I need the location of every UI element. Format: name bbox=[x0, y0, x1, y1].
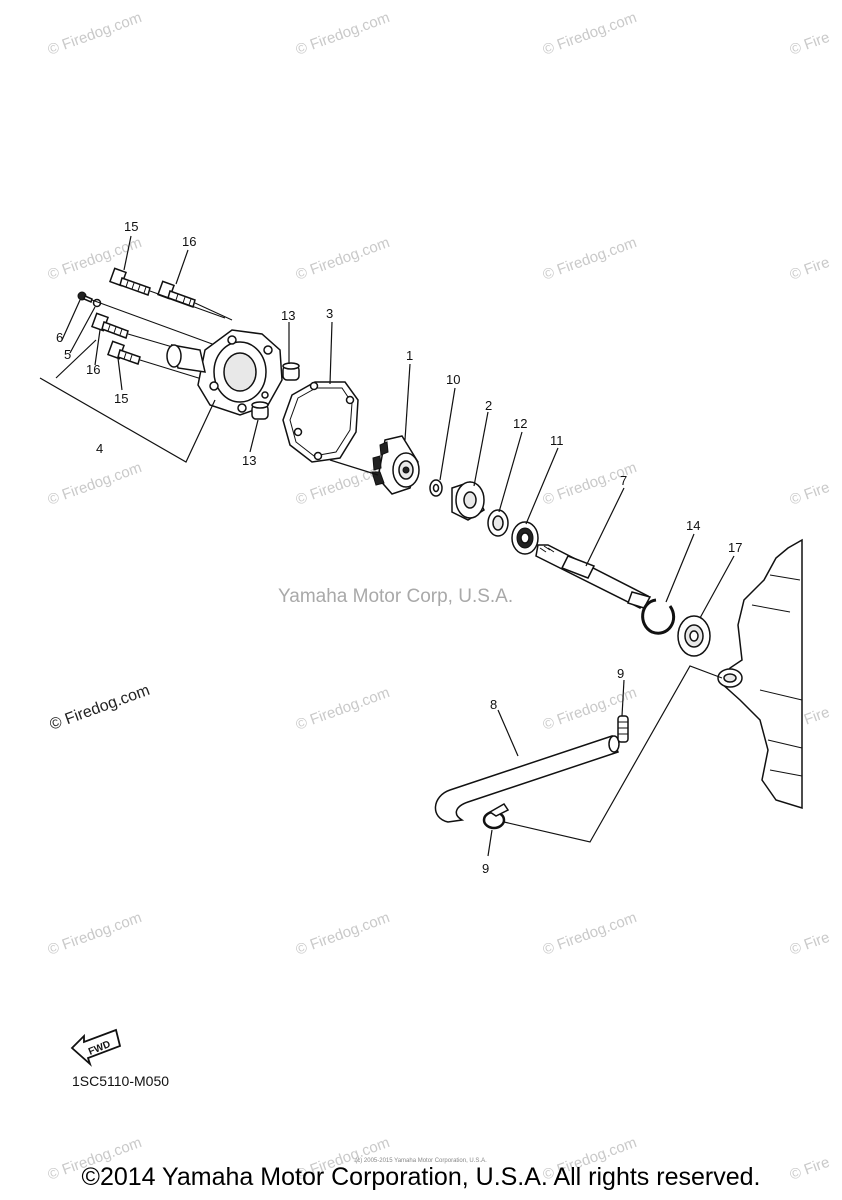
center-watermark: Yamaha Motor Corp, U.S.A. bbox=[278, 586, 513, 607]
part-label-13: 13 bbox=[281, 308, 295, 323]
bearing-17 bbox=[677, 615, 711, 657]
dowel-pin-13-bottom bbox=[251, 401, 269, 420]
part-label-4: 4 bbox=[96, 441, 103, 456]
oil-seal-2 bbox=[451, 481, 485, 521]
hose-clamp-9-bottom bbox=[482, 803, 510, 830]
bolt-15-mid bbox=[107, 340, 141, 365]
copyright-notice: ©2014 Yamaha Motor Corporation, U.S.A. A… bbox=[81, 1163, 761, 1191]
impeller-1 bbox=[371, 435, 420, 495]
part-label-1: 1 bbox=[406, 348, 413, 363]
watermark: © Firedog.com bbox=[541, 909, 639, 959]
impeller-shaft-7 bbox=[535, 544, 652, 609]
watermark: © Firedog.com bbox=[294, 9, 392, 59]
watermark: © Firedog.com bbox=[294, 909, 392, 959]
part-label-7: 7 bbox=[620, 473, 627, 488]
part-label-15: 15 bbox=[124, 219, 138, 234]
leader-lines bbox=[39, 235, 735, 857]
part-label-16: 16 bbox=[86, 362, 100, 377]
seal-12 bbox=[487, 509, 509, 537]
part-label-13: 13 bbox=[242, 453, 256, 468]
part-number-labels: 15 16 6 5 16 15 4 13 13 3 1 10 2 12 11 7… bbox=[56, 219, 742, 876]
watermark: © Firedog.com bbox=[294, 234, 392, 284]
bearing-11 bbox=[511, 521, 539, 555]
part-label-15: 15 bbox=[114, 391, 128, 406]
watermark-cut: © Fire bbox=[788, 479, 832, 509]
watermark: © Firedog.com bbox=[46, 459, 144, 509]
screw-6 bbox=[77, 291, 93, 304]
watermark: © Firedog.com bbox=[541, 9, 639, 59]
diagram-code: 1SC5110-M050 bbox=[72, 1073, 169, 1089]
crankcase-section bbox=[717, 538, 803, 810]
hose-8 bbox=[434, 735, 620, 823]
part-label-9: 9 bbox=[482, 861, 489, 876]
part-label-10: 10 bbox=[446, 372, 460, 387]
bolt-15-top bbox=[109, 267, 151, 296]
watermark-cut: © Fire bbox=[788, 929, 832, 959]
part-label-9: 9 bbox=[617, 666, 624, 681]
watermark: © Firedog.com bbox=[541, 234, 639, 284]
watermark-dark: © Firedog.com bbox=[48, 682, 153, 734]
pump-housing-4 bbox=[166, 329, 283, 416]
dowel-pin-13-top bbox=[282, 362, 300, 381]
watermark: © Firedog.com bbox=[294, 684, 392, 734]
hose-clamp-9-top bbox=[617, 715, 629, 743]
bolt-16-top bbox=[157, 280, 196, 308]
part-label-12: 12 bbox=[513, 416, 527, 431]
part-label-11: 11 bbox=[550, 433, 564, 448]
bolt-16-mid bbox=[91, 312, 129, 339]
circlip-14 bbox=[641, 598, 676, 635]
part-label-2: 2 bbox=[485, 398, 492, 413]
watermark: © Firedog.com bbox=[46, 909, 144, 959]
part-label-3: 3 bbox=[326, 306, 333, 321]
watermark-cut: © Fire bbox=[788, 254, 832, 284]
part-label-17: 17 bbox=[728, 540, 742, 555]
forward-arrow-icon: FWD bbox=[70, 1028, 122, 1067]
part-label-6: 6 bbox=[56, 330, 63, 345]
gasket-3 bbox=[282, 381, 359, 463]
part-label-5: 5 bbox=[64, 347, 71, 362]
part-label-8: 8 bbox=[490, 697, 497, 712]
part-label-14: 14 bbox=[686, 518, 700, 533]
watermark-cut: © Fire bbox=[788, 29, 832, 59]
tiny-credit: (c) 2005-2015 Yamaha Motor Corporation, … bbox=[355, 1158, 487, 1164]
watermark: © Firedog.com bbox=[46, 9, 144, 59]
watermark: © Firedog.com bbox=[46, 234, 144, 284]
part-label-16: 16 bbox=[182, 234, 196, 249]
